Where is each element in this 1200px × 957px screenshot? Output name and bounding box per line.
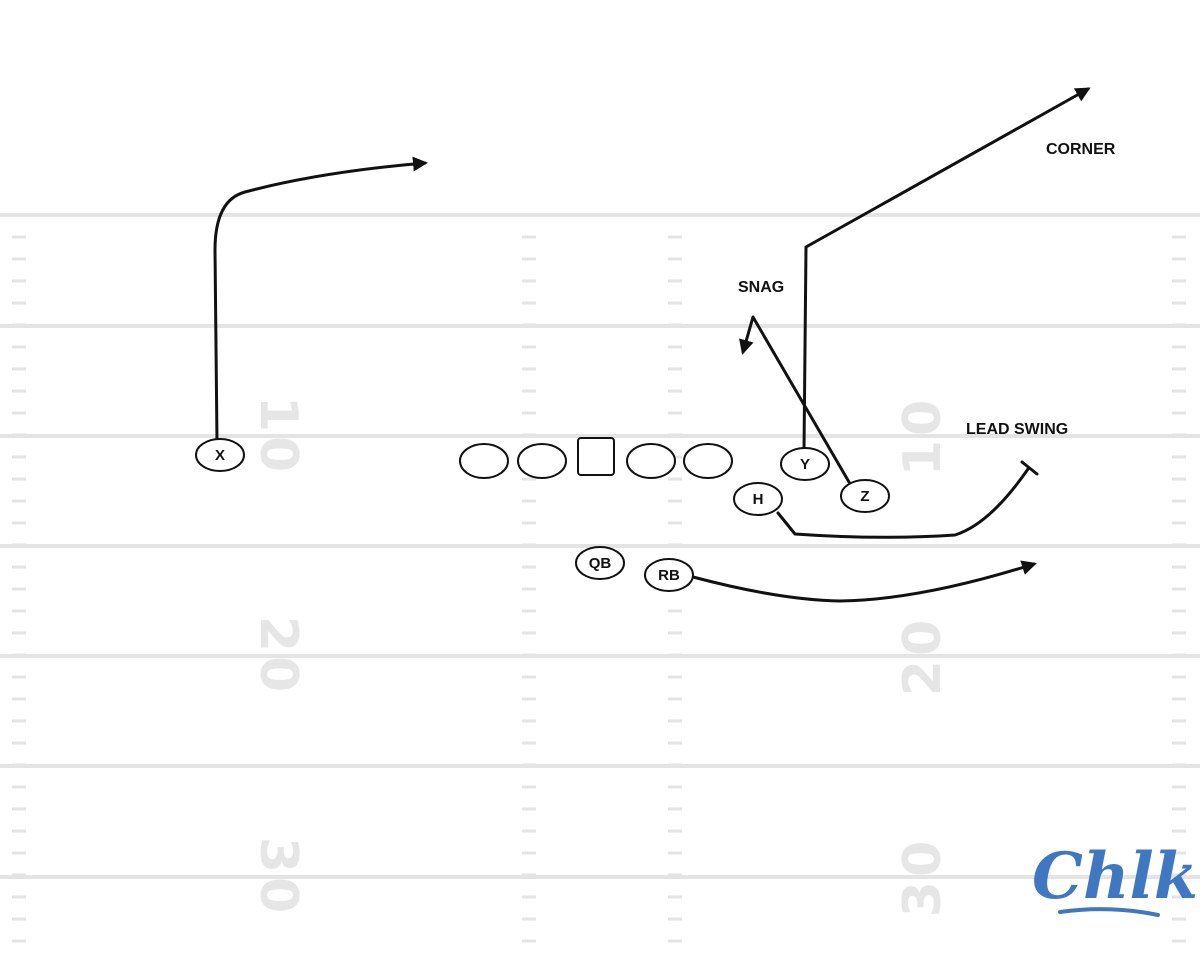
chalk-logo-swash <box>1058 907 1160 917</box>
player-rb[interactable]: RB <box>644 558 694 592</box>
player-h-label: H <box>753 491 764 508</box>
right-guard[interactable] <box>626 443 676 479</box>
hash-marks <box>12 235 1186 943</box>
player-marker <box>195 438 245 472</box>
offensive-line <box>459 437 733 479</box>
yard-number-20-right: 20 <box>893 616 953 696</box>
player-h[interactable]: H <box>733 482 783 516</box>
player-y[interactable]: Y <box>780 447 830 481</box>
snag-route[interactable] <box>739 315 851 484</box>
player-rb-label: RB <box>658 567 680 584</box>
chalk-logo-text: Chlk <box>1032 839 1198 914</box>
player-marker <box>780 447 830 481</box>
yard-number-30-right: 30 <box>893 837 953 917</box>
player-x[interactable]: X <box>195 438 245 472</box>
player-z-label: Z <box>860 488 869 505</box>
field: 10 10 20 20 30 30 <box>0 213 1200 943</box>
player-marker <box>840 479 890 513</box>
player-marker <box>575 546 625 580</box>
lead-swing-block-end <box>1020 460 1039 476</box>
yard-number-10-left: 10 <box>248 396 308 476</box>
x-route[interactable] <box>213 156 428 444</box>
chalk-logo: Chlk <box>1032 839 1198 917</box>
rb-route[interactable] <box>691 560 1037 603</box>
player-qb[interactable]: QB <box>575 546 625 580</box>
snag-label: SNAG <box>738 279 784 296</box>
yard-lines <box>0 213 1200 879</box>
yard-number-30-left: 30 <box>248 837 308 917</box>
yard-number-10-right: 10 <box>893 396 953 476</box>
yard-number-20-left: 20 <box>248 616 308 696</box>
player-marker <box>733 482 783 516</box>
center[interactable] <box>577 437 615 476</box>
routes <box>213 87 1091 603</box>
left-tackle[interactable] <box>459 443 509 479</box>
lead-swing-route[interactable] <box>776 467 1030 539</box>
right-tackle[interactable] <box>683 443 733 479</box>
skill-players: X Y Z H QB RB <box>195 438 890 592</box>
corner-route[interactable] <box>802 87 1091 452</box>
left-guard[interactable] <box>517 443 567 479</box>
player-qb-label: QB <box>589 555 612 572</box>
route-labels: CORNER SNAG LEAD SWING <box>738 141 1116 438</box>
player-y-label: Y <box>800 456 810 473</box>
corner-label: CORNER <box>1046 141 1116 158</box>
lead-swing-label: LEAD SWING <box>966 421 1068 438</box>
player-marker <box>644 558 694 592</box>
player-z[interactable]: Z <box>840 479 890 513</box>
player-x-label: X <box>215 447 225 464</box>
